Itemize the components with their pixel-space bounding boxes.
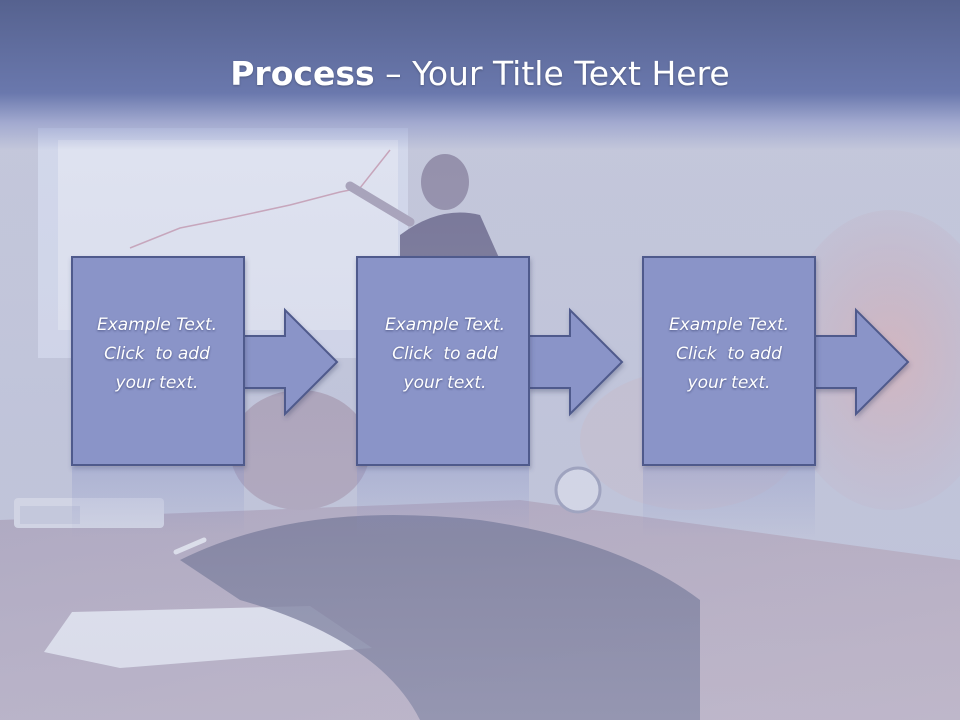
step-2-box[interactable] [356, 256, 530, 466]
step-1-box[interactable] [71, 256, 245, 466]
step-2-text[interactable]: Example Text. Click to add your text. [345, 311, 545, 398]
step-3-line-1: Example Text. [668, 315, 790, 335]
step-3-box[interactable] [642, 256, 816, 466]
step-3-text[interactable]: Example Text. Click to add your text. [629, 311, 829, 398]
title-band [0, 0, 960, 150]
step-2-reflection [357, 467, 529, 537]
step-2-line-2: Click to add [392, 344, 498, 364]
slide-title[interactable]: Process – Your Title Text Here [0, 52, 960, 96]
step-3-arrow[interactable] [814, 307, 910, 417]
title-rest: – Your Title Text Here [374, 54, 730, 93]
step-3-line-3: your text. [687, 373, 771, 393]
title-bold: Process [230, 54, 375, 93]
step-1-line-2: Click to add [104, 344, 210, 364]
step-1-arrow[interactable] [243, 307, 339, 417]
step-3-line-2: Click to add [676, 344, 782, 364]
step-3-reflection [643, 467, 815, 537]
process-step-1[interactable] [71, 256, 339, 537]
step-1-reflection [72, 467, 244, 537]
step-1-line-3: your text. [115, 373, 199, 393]
step-1-line-1: Example Text. [96, 315, 218, 335]
step-2-line-1: Example Text. [384, 315, 506, 335]
process-step-2[interactable] [356, 256, 624, 537]
process-step-3[interactable] [642, 256, 910, 537]
step-2-line-3: your text. [403, 373, 487, 393]
step-1-text[interactable]: Example Text. Click to add your text. [57, 311, 257, 398]
step-2-arrow[interactable] [528, 307, 624, 417]
